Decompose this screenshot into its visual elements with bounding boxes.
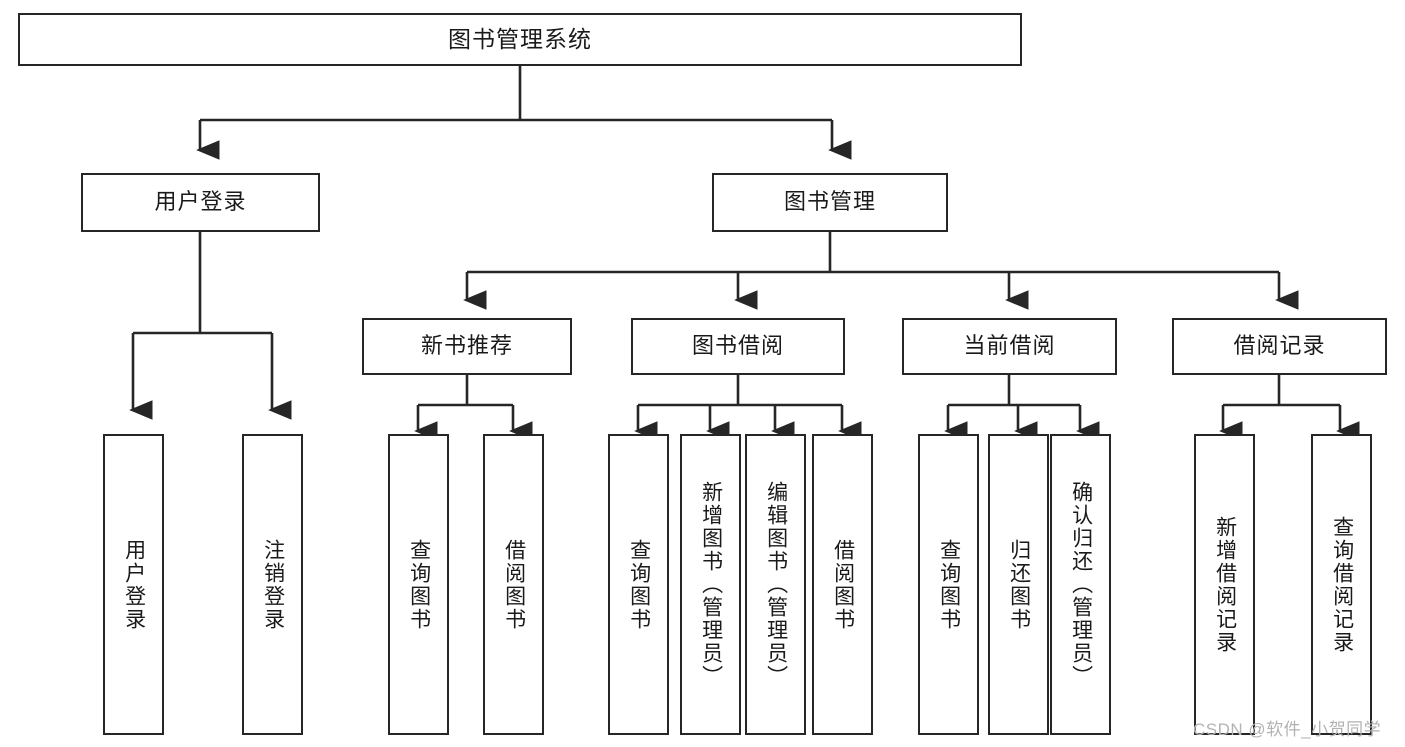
node-new-book-recommend[interactable]: 新书推荐 xyxy=(362,318,572,375)
node-leaf-borrow-book-1[interactable]: 借阅图书 xyxy=(483,434,544,735)
node-leaf-query-record[interactable]: 查询借阅记录 xyxy=(1311,434,1372,735)
csdn-watermark: CSDN @软件_小贺同学 xyxy=(1193,720,1382,739)
node-label: 借阅记录 xyxy=(1233,333,1326,359)
node-label: 图书借阅 xyxy=(691,333,784,359)
node-label: 查询借阅记录 xyxy=(1330,515,1354,654)
node-label: 借阅图书 xyxy=(502,538,526,631)
node-label: 归还图书 xyxy=(1007,538,1031,631)
node-leaf-user-login[interactable]: 用户登录 xyxy=(103,434,164,735)
node-leaf-query-book-2[interactable]: 查询图书 xyxy=(608,434,669,735)
node-label: 新书推荐 xyxy=(420,333,513,359)
node-label: 编辑图书（管理员） xyxy=(764,481,788,688)
node-leaf-logout-login[interactable]: 注销登录 xyxy=(242,434,303,735)
node-leaf-confirm-return[interactable]: 确认归还（管理员） xyxy=(1050,434,1111,735)
node-user-login[interactable]: 用户登录 xyxy=(81,173,320,232)
node-label: 借阅图书 xyxy=(831,538,855,631)
node-leaf-query-book-3[interactable]: 查询图书 xyxy=(918,434,979,735)
node-label: 新增借阅记录 xyxy=(1213,515,1237,654)
node-label: 查询图书 xyxy=(627,538,651,631)
node-label: 注销登录 xyxy=(261,538,285,631)
node-label: 图书管理系统 xyxy=(448,25,592,52)
node-label: 用户登录 xyxy=(122,538,146,631)
node-label: 用户登录 xyxy=(154,189,247,215)
node-label: 当前借阅 xyxy=(963,333,1056,359)
node-label: 新增图书（管理员） xyxy=(699,481,723,688)
node-borrow-record[interactable]: 借阅记录 xyxy=(1172,318,1387,375)
node-label: 确认归还（管理员） xyxy=(1069,481,1093,688)
node-leaf-add-record[interactable]: 新增借阅记录 xyxy=(1194,434,1255,735)
node-leaf-return-book[interactable]: 归还图书 xyxy=(988,434,1049,735)
node-leaf-query-book-1[interactable]: 查询图书 xyxy=(388,434,449,735)
node-current-borrow[interactable]: 当前借阅 xyxy=(902,318,1117,375)
node-book-manage[interactable]: 图书管理 xyxy=(712,173,948,232)
node-leaf-borrow-book-2[interactable]: 借阅图书 xyxy=(812,434,873,735)
node-book-borrow[interactable]: 图书借阅 xyxy=(631,318,845,375)
node-label: 查询图书 xyxy=(937,538,961,631)
node-leaf-edit-book[interactable]: 编辑图书（管理员） xyxy=(745,434,806,735)
node-label: 查询图书 xyxy=(407,538,431,631)
node-leaf-add-book[interactable]: 新增图书（管理员） xyxy=(680,434,741,735)
node-root-system[interactable]: 图书管理系统 xyxy=(18,13,1022,66)
node-label: 图书管理 xyxy=(783,189,876,215)
